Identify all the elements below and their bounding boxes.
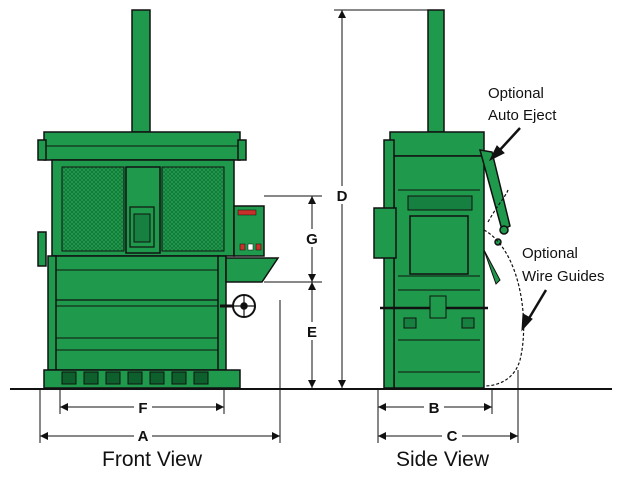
- dimension-arrowheads: [40, 10, 518, 440]
- dim-letter-b: B: [429, 400, 440, 417]
- front-view-machine: [37, 9, 280, 389]
- front-mesh-left: [61, 166, 125, 252]
- dim-letter-d: D: [337, 188, 348, 205]
- dim-letter-f: F: [138, 400, 147, 417]
- side-view-label: Side View: [396, 448, 490, 471]
- side-left-edge: [383, 139, 395, 389]
- front-control-tray: [225, 257, 280, 283]
- auto-eject-arm: [478, 149, 511, 232]
- callout-auto-eject-line2: Auto Eject: [488, 107, 557, 124]
- side-view-machine: [373, 9, 525, 389]
- callout-arrows: [488, 127, 548, 332]
- front-mesh-right: [161, 166, 225, 252]
- callout-wire-guides-line2: Wire Guides: [522, 268, 605, 285]
- side-cylinder: [409, 215, 469, 275]
- callout-auto-eject-line1: Optional: [488, 85, 544, 102]
- side-panel: [373, 207, 397, 259]
- side-top: [389, 131, 485, 157]
- front-stack: [131, 9, 151, 133]
- dim-letter-g: G: [306, 231, 318, 248]
- front-handwheel: [220, 294, 256, 318]
- front-view-label: Front View: [102, 448, 202, 471]
- front-side-lever: [37, 231, 47, 267]
- front-lower-body: [53, 255, 221, 371]
- dim-letter-c: C: [447, 428, 458, 445]
- dim-letter-a: A: [138, 428, 149, 445]
- callout-wire-guides-line1: Optional: [522, 245, 578, 262]
- dim-letter-e: E: [307, 324, 317, 341]
- wire-guides-outline: [483, 229, 525, 387]
- front-control-label: [237, 209, 257, 216]
- dimension-letter-backgrounds: [134, 186, 462, 444]
- side-stack: [427, 9, 445, 133]
